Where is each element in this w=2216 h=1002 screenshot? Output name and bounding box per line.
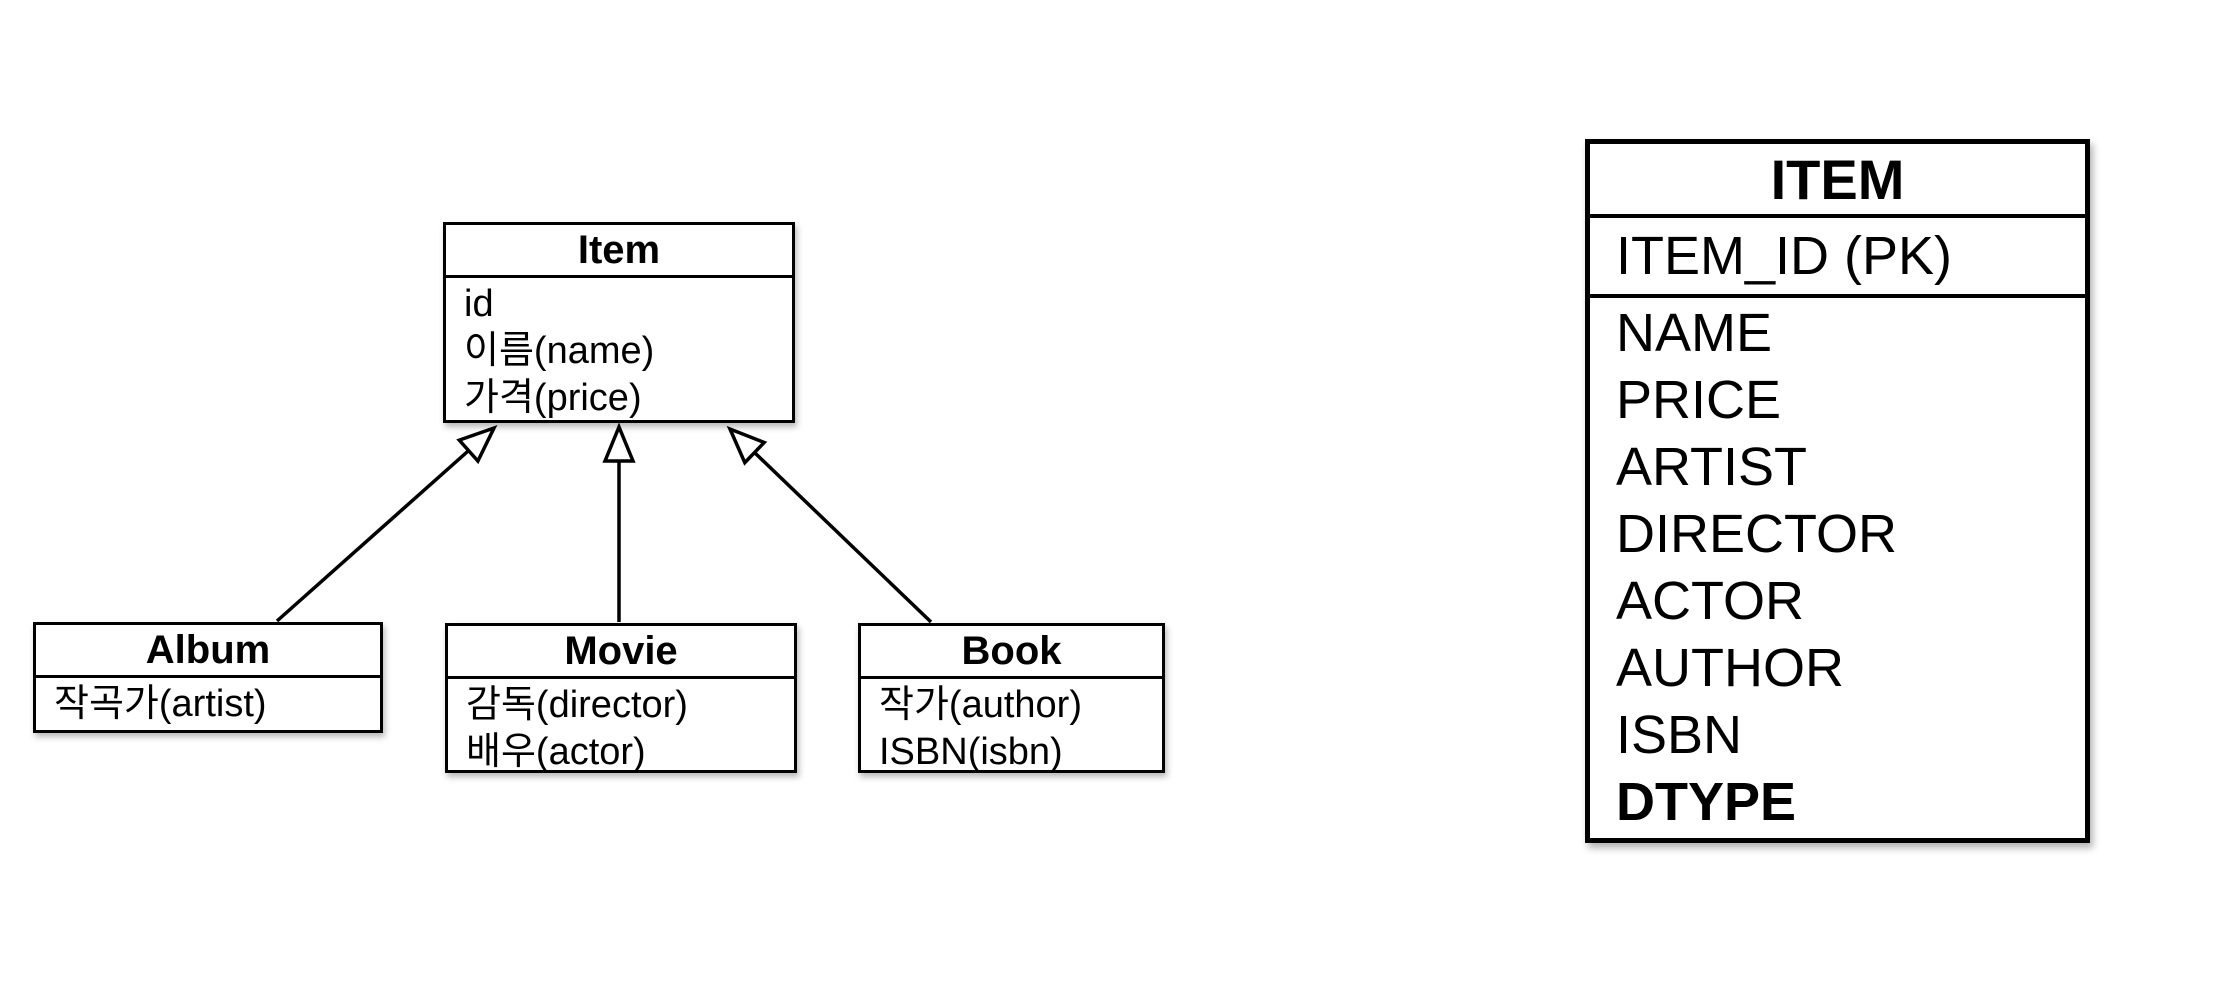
uml-field: 가격(price) [464, 377, 642, 419]
uml-class-item-title: Item [446, 225, 792, 278]
generalization-arrow-book-to-item [726, 425, 933, 624]
uml-class-movie: Movie 감독(director) 배우(actor) [445, 623, 797, 773]
uml-class-item: Item id 이름(name) 가격(price) [443, 222, 795, 423]
generalization-arrow-album-to-item [275, 424, 498, 623]
db-table-item-columns: NAME PRICE ARTIST DIRECTOR ACTOR AUTHOR ISBN DT… [1590, 298, 2085, 836]
uml-class-item-fields: id 이름(name) 가격(price) [446, 278, 792, 422]
uml-class-movie-fields: 감독(director) 배우(actor) [448, 679, 794, 776]
uml-field: 작곡가(artist) [54, 683, 267, 725]
uml-field: 작가(author) [879, 684, 1082, 726]
db-table-item-pk-row: ITEM_ID (PK) [1590, 218, 2085, 298]
uml-class-album-fields: 작곡가(artist) [36, 678, 380, 728]
db-table-item: ITEM ITEM_ID (PK) NAME PRICE ARTIST DIRECTO… [1585, 139, 2090, 843]
db-column: PRICE [1616, 370, 1782, 430]
db-column: ACTOR [1616, 571, 1805, 631]
db-table-item-title: ITEM [1590, 144, 2085, 218]
uml-class-book: Book 작가(author) ISBN(isbn) [858, 623, 1165, 773]
uml-class-album: Album 작곡가(artist) [33, 622, 383, 733]
uml-field: 이름(name) [464, 330, 655, 372]
db-column: AUTHOR [1616, 638, 1844, 698]
uml-field: 감독(director) [466, 684, 688, 726]
uml-class-movie-title: Movie [448, 626, 794, 679]
uml-class-book-title: Book [861, 626, 1162, 679]
uml-class-album-title: Album [36, 625, 380, 678]
db-column: NAME [1616, 303, 1773, 363]
db-column: DTYPE [1616, 772, 1797, 832]
db-column: ISBN [1616, 705, 1743, 765]
uml-field: id [464, 283, 494, 325]
uml-field: 배우(actor) [466, 731, 646, 773]
db-column: ARTIST [1616, 437, 1808, 497]
db-column: DIRECTOR [1616, 504, 1898, 564]
uml-field: ISBN(isbn) [879, 731, 1063, 773]
uml-class-book-fields: 작가(author) ISBN(isbn) [861, 679, 1162, 776]
